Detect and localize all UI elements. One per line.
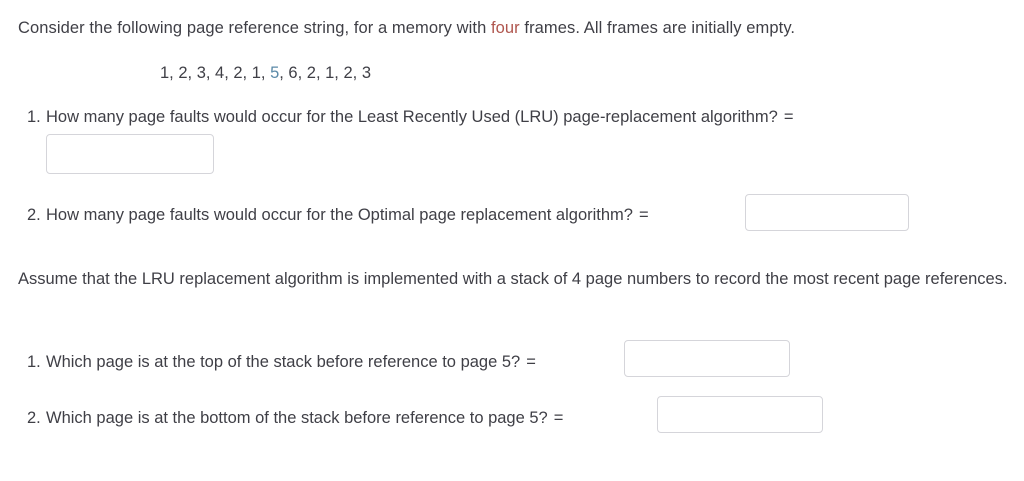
reference-string-prefix: 1, 2, 3, 4, 2, 1, <box>160 64 271 82</box>
page-reference-string: 1, 2, 3, 4, 2, 1, 5, 6, 2, 1, 2, 3 <box>160 61 371 85</box>
question-4-number: 2. <box>27 409 41 427</box>
intro-emphasis-four: four <box>491 19 520 37</box>
question-1-equals: = <box>783 108 794 126</box>
intro-text-part2: frames. All frames are initially empty. <box>519 19 796 37</box>
question-3-text: Which page is at the top of the stack be… <box>46 353 521 371</box>
question-3-number: 1. <box>27 353 41 371</box>
question-2-equals: = <box>638 206 649 224</box>
question-3-equals: = <box>526 353 536 371</box>
assume-paragraph: Assume that the LRU replacement algorith… <box>18 270 1008 288</box>
question-3-line: 1. Which page is at the top of the stack… <box>27 350 542 374</box>
question-1-line: 1. How many page faults would occur for … <box>27 105 800 129</box>
answer-input-optimal-faults[interactable] <box>745 194 909 231</box>
question-1-number: 1. <box>27 108 41 126</box>
reference-string-highlight: 5 <box>270 64 280 82</box>
question-1-text: How many page faults would occur for the… <box>46 108 778 126</box>
question-4-line: 2. Which page is at the bottom of the st… <box>27 406 569 430</box>
question-2-text: How many page faults would occur for the… <box>46 206 633 224</box>
intro-paragraph: Consider the following page reference st… <box>18 16 795 40</box>
reference-string-suffix: , 6, 2, 1, 2, 3 <box>279 64 371 82</box>
question-2-line: 2. How many page faults would occur for … <box>27 203 655 227</box>
intro-text-part1: Consider the following page reference st… <box>18 19 491 37</box>
answer-input-stack-bottom[interactable] <box>657 396 823 433</box>
answer-input-stack-top[interactable] <box>624 340 790 377</box>
answer-input-lru-faults[interactable] <box>46 134 214 174</box>
question-2-number: 2. <box>27 206 41 224</box>
question-4-equals: = <box>553 409 564 427</box>
question-4-text: Which page is at the bottom of the stack… <box>46 409 548 427</box>
